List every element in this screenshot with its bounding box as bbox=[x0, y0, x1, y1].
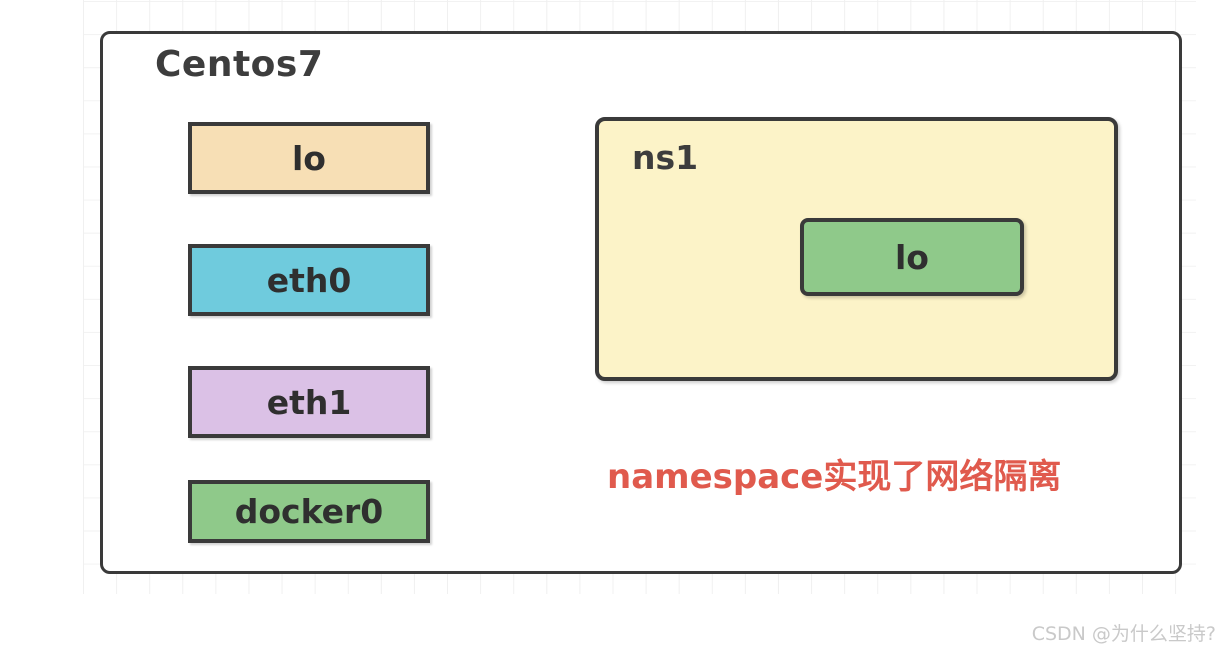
interface-label-lo: lo bbox=[292, 138, 326, 178]
interface-label-eth0: eth0 bbox=[266, 260, 352, 300]
namespace-title-label: ns1 bbox=[632, 138, 699, 177]
host-title-label: Centos7 bbox=[155, 44, 324, 85]
watermark-label: CSDN @为什么坚持? bbox=[1031, 623, 1216, 645]
namespace-interface-label-lo: lo bbox=[895, 237, 929, 277]
interface-box-lo: lo bbox=[188, 122, 430, 194]
namespace-interface-box-lo: lo bbox=[800, 218, 1024, 296]
interface-box-docker0: docker0 bbox=[188, 480, 430, 543]
annotation-text: namespace实现了网络隔离 bbox=[607, 457, 1062, 497]
interface-label-eth1: eth1 bbox=[266, 382, 352, 422]
namespace-container-ns1: ns1 lo bbox=[595, 117, 1118, 381]
interface-label-docker0: docker0 bbox=[234, 492, 384, 531]
interface-box-eth1: eth1 bbox=[188, 366, 430, 438]
interface-box-eth0: eth0 bbox=[188, 244, 430, 316]
